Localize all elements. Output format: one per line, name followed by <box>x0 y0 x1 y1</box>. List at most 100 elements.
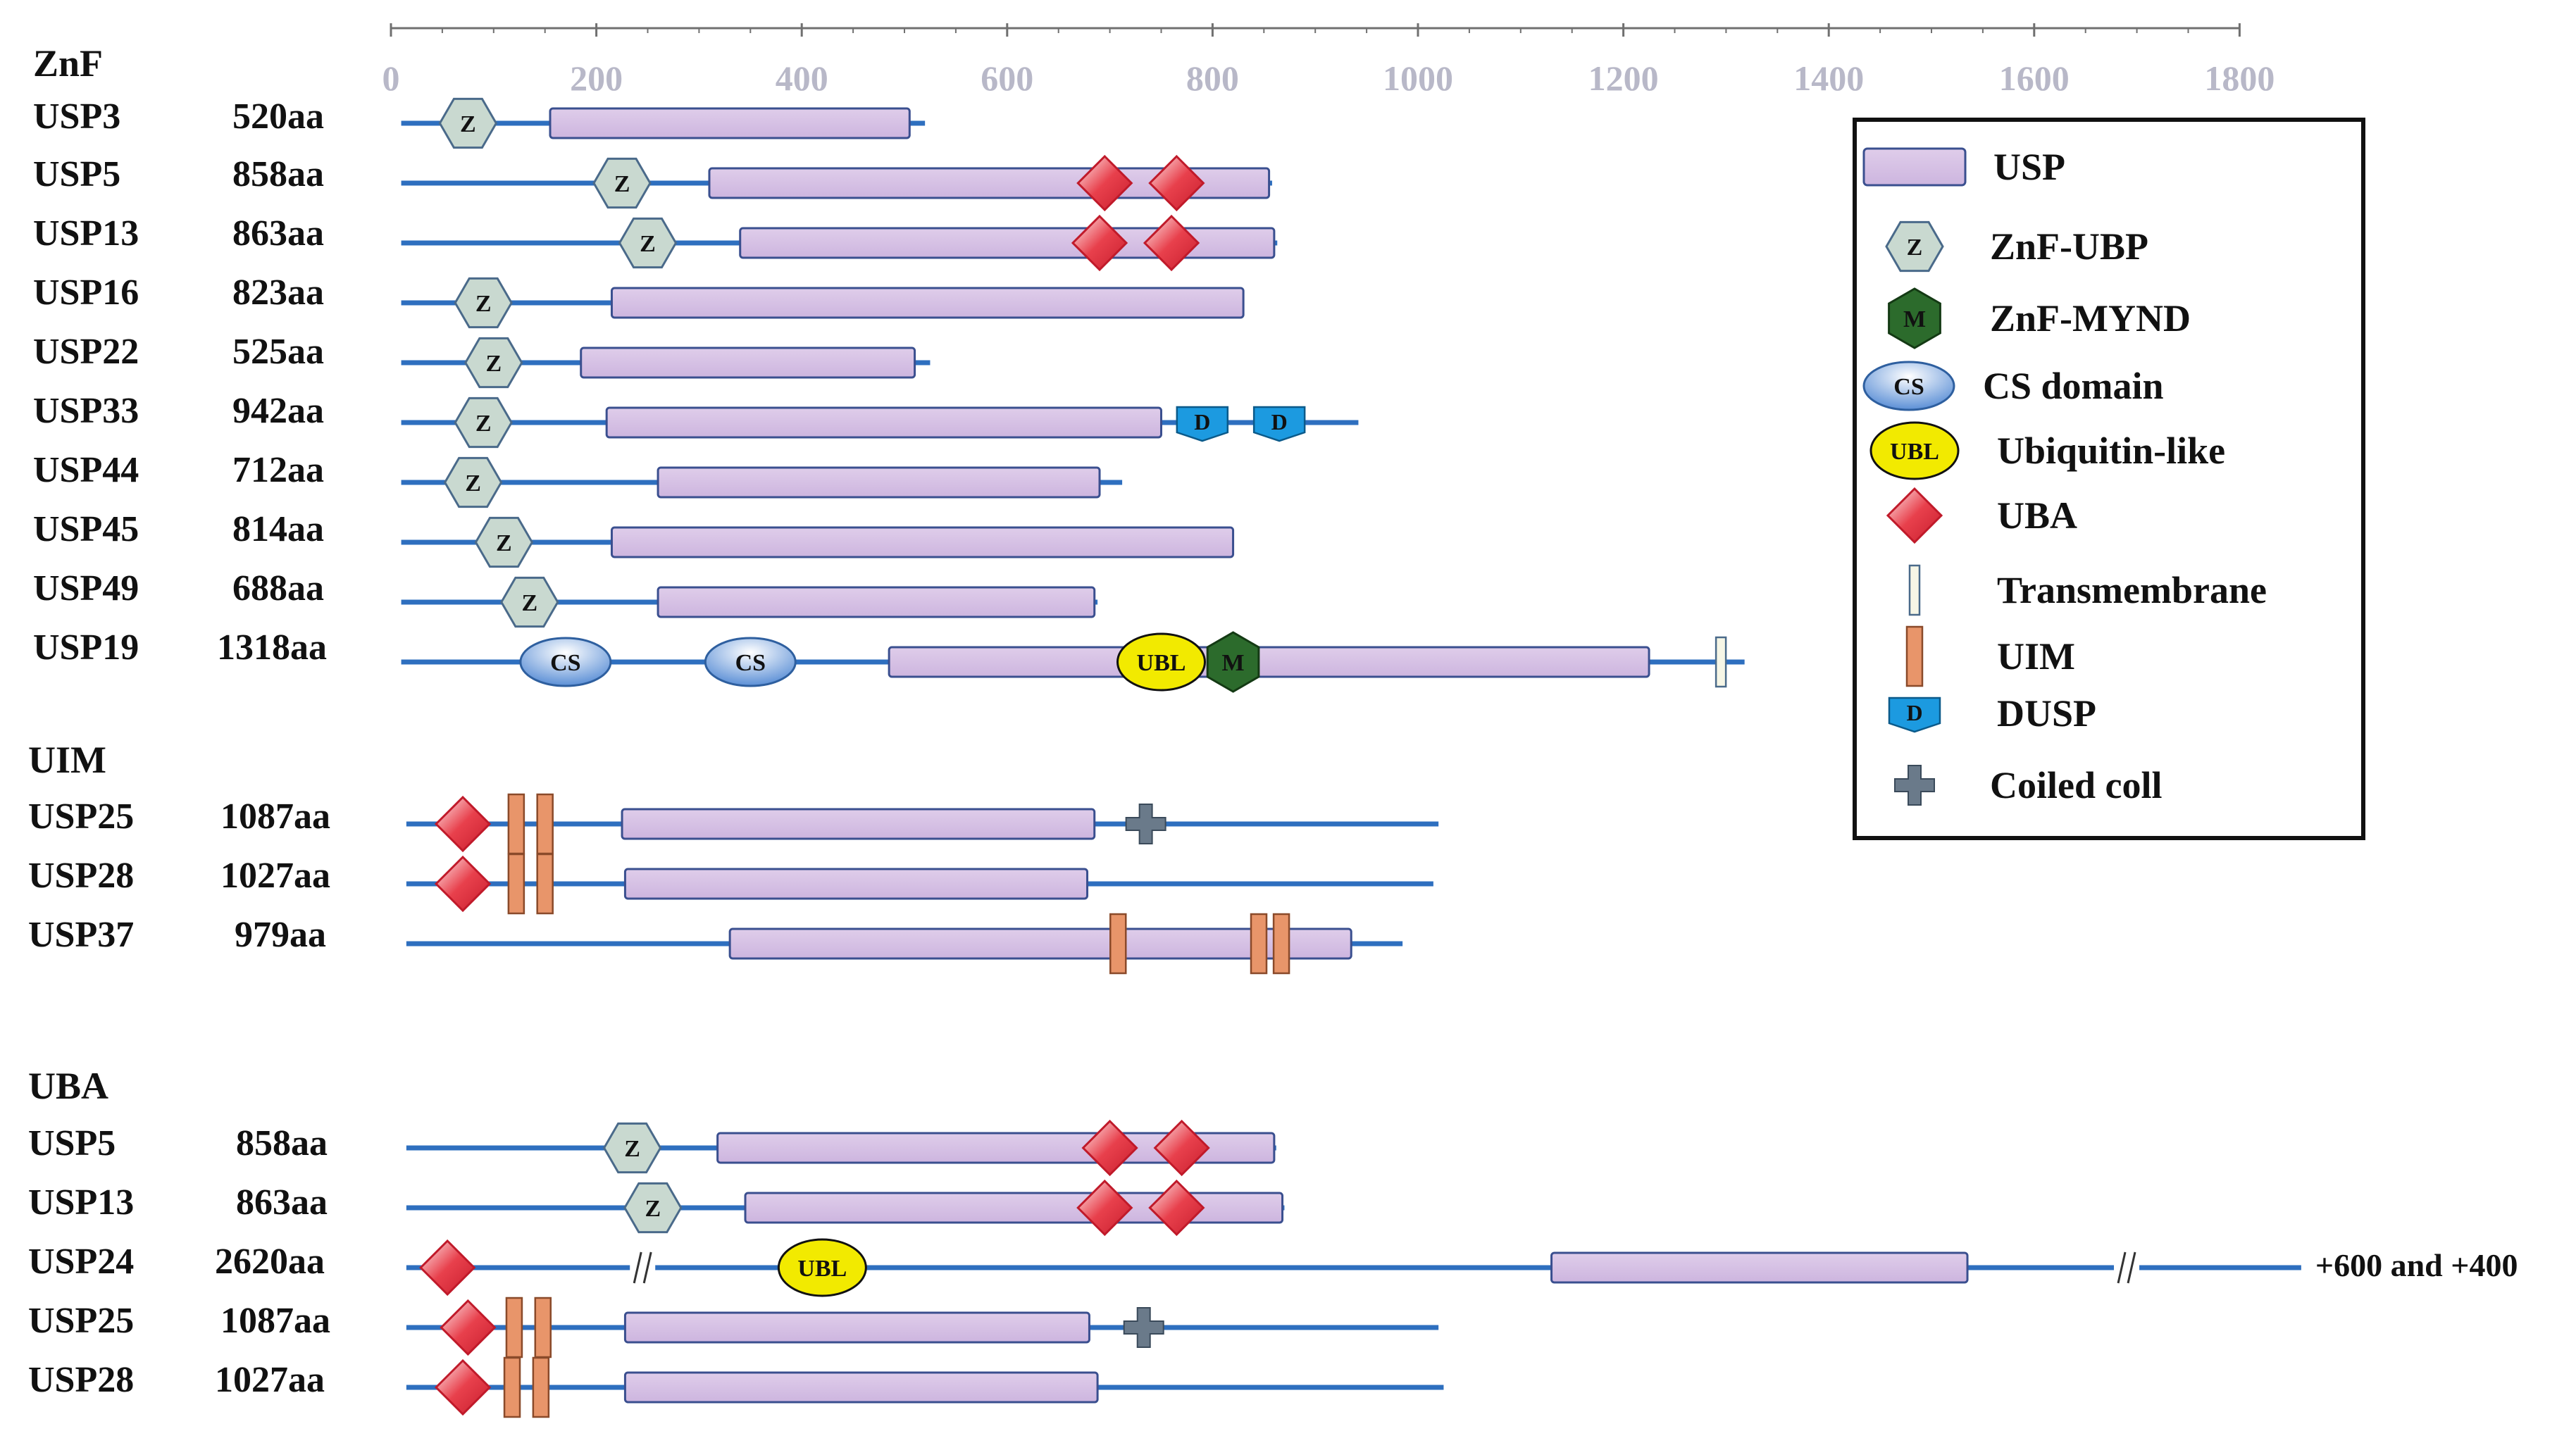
uba-domain <box>434 1358 492 1416</box>
dusp-legend-icon: D <box>1888 696 1941 733</box>
axis-tick-label: 600 <box>981 58 1033 98</box>
uim-domain <box>507 853 525 915</box>
group-header: ZnF <box>33 42 103 85</box>
usp-domain <box>580 346 916 379</box>
legend-label: UBA <box>1997 494 2077 537</box>
protein-name: USP28 <box>28 856 134 896</box>
znf-glyph: Z <box>624 1136 640 1162</box>
tm-legend-icon <box>1908 564 1921 616</box>
protein-name: USP3 <box>33 96 120 137</box>
usp-domain <box>605 406 1162 439</box>
axis-tick-label: 1800 <box>2204 58 2275 98</box>
legend-label: Transmembrane <box>1997 569 2267 611</box>
ubl-glyph: UBL <box>1137 650 1186 676</box>
uim-domain <box>505 1297 523 1358</box>
protein-length: 863aa <box>236 1182 328 1223</box>
uba-domain <box>1076 154 1133 212</box>
znf-glyph: Z <box>614 171 630 197</box>
protein-length: 1087aa <box>220 1301 330 1341</box>
znf-glyph: Z <box>475 291 492 317</box>
usp-domain <box>1550 1251 1969 1284</box>
axis-tick-label: 200 <box>570 58 623 98</box>
usp-domain <box>610 526 1235 558</box>
protein-name: USP5 <box>28 1123 116 1163</box>
uim-domain <box>536 853 554 915</box>
protein-name: USP37 <box>28 915 134 955</box>
protein-row-usp5: USP5 858aa Z <box>33 154 1272 212</box>
legend-label: USP <box>1993 146 2065 188</box>
axis-tick-label: 400 <box>776 58 828 98</box>
uim-domain <box>1250 913 1268 975</box>
protein-length: 858aa <box>232 154 324 194</box>
protein-length: 1027aa <box>215 1360 325 1400</box>
protein-length: 2620aa <box>215 1242 325 1282</box>
axis-tick-label: 1000 <box>1383 58 1453 98</box>
legend-item-uim: UIM <box>1905 625 2075 687</box>
znf-glyph: Z <box>1907 235 1923 261</box>
znf-glyph: Z <box>645 1196 661 1222</box>
usp-domain <box>739 227 1276 259</box>
legend-label: UIM <box>1997 635 2075 677</box>
cs-glyph: CS <box>735 650 766 676</box>
usp-domain <box>621 808 1096 840</box>
ubl-domain: UBL <box>777 1238 867 1297</box>
axis-tick-label: 1400 <box>1793 58 1864 98</box>
usp-domain <box>657 466 1101 499</box>
legend-label: Coiled coll <box>1990 764 2162 806</box>
dusp-domain: D <box>1176 406 1229 442</box>
usp-domain <box>623 868 1089 900</box>
protein-length: 1087aa <box>220 797 330 837</box>
znf-domain: Z <box>443 456 503 508</box>
uba-domain <box>1081 1119 1138 1177</box>
cc-domain <box>1123 1307 1164 1348</box>
znf-domain: Z <box>592 157 652 209</box>
uim-domain <box>534 1297 552 1358</box>
znf-domain: Z <box>500 576 559 628</box>
znf-domain: Z <box>464 337 523 389</box>
usp-domain <box>744 1192 1284 1224</box>
znf-glyph: Z <box>465 470 481 496</box>
znf-domain: Z <box>438 97 498 149</box>
legend-item-tm: Transmembrane <box>1908 564 2267 616</box>
uim-domain <box>1109 913 1127 975</box>
legend-item-cc: Coiled coll <box>1894 764 2162 806</box>
uba-domain <box>1148 1179 1205 1237</box>
uba-domain <box>434 855 492 913</box>
uba-domain <box>419 1239 476 1297</box>
usp-domain <box>708 167 1271 199</box>
axis-tick-label: 1600 <box>1999 58 2070 98</box>
protein-name: USP5 <box>33 154 120 194</box>
uba-domain <box>440 1299 497 1356</box>
group-header: UBA <box>28 1065 108 1107</box>
mynd-legend-icon: M <box>1888 287 1941 349</box>
axis-tick-label: 0 <box>382 58 400 98</box>
znf-domain: Z <box>618 217 678 269</box>
uba-domain <box>1071 214 1128 272</box>
mynd-domain: M <box>1206 631 1260 693</box>
legend-label: CS domain <box>1983 365 2164 407</box>
cc-legend-icon <box>1894 765 1935 806</box>
protein-length: 863aa <box>232 213 324 254</box>
uba-legend-icon <box>1886 487 1943 544</box>
usp-legend-icon <box>1862 147 1967 187</box>
uba-domain <box>1148 154 1205 212</box>
usp-domain <box>716 1132 1276 1164</box>
uim-legend-icon <box>1905 625 1924 687</box>
uim-domain <box>503 1356 521 1418</box>
cc-domain <box>1125 804 1166 844</box>
